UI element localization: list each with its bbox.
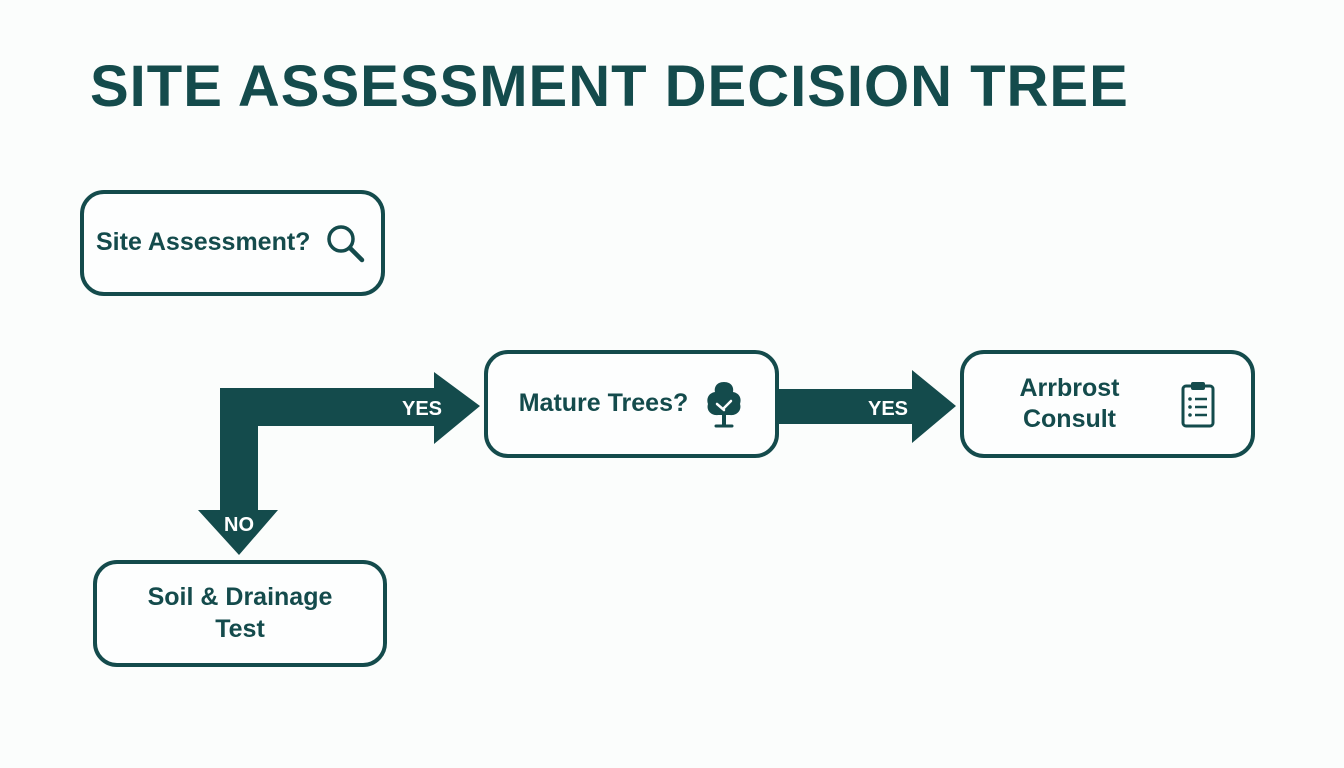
elbow-connector: [198, 372, 480, 555]
edge-label-no: NO: [224, 514, 254, 536]
node-arborist-consult[interactable]: Arrbrost Consult: [960, 350, 1255, 458]
arrow-mature-to-arborist: [778, 370, 956, 443]
magnifier-icon: [324, 222, 366, 264]
node-soil-drainage-test-label: Soil & Drainage Test: [147, 583, 333, 643]
tree-icon: [704, 380, 744, 428]
page-title: SITE ASSESSMENT DECISION TREE: [90, 54, 1129, 119]
node-site-assessment[interactable]: Site Assessment?: [80, 190, 385, 296]
node-mature-trees-label: Mature Trees?: [518, 389, 689, 418]
node-arborist-consult-label: Arrbrost Consult: [1019, 373, 1120, 433]
edge-label-yes-1: YES: [402, 398, 442, 420]
node-site-assessment-label: Site Assessment?: [96, 228, 311, 257]
node-soil-drainage-test[interactable]: Soil & Drainage Test: [93, 560, 387, 667]
edge-label-yes-2: YES: [868, 398, 908, 420]
node-mature-trees[interactable]: Mature Trees?: [484, 350, 779, 458]
clipboard-icon: [1180, 380, 1216, 428]
